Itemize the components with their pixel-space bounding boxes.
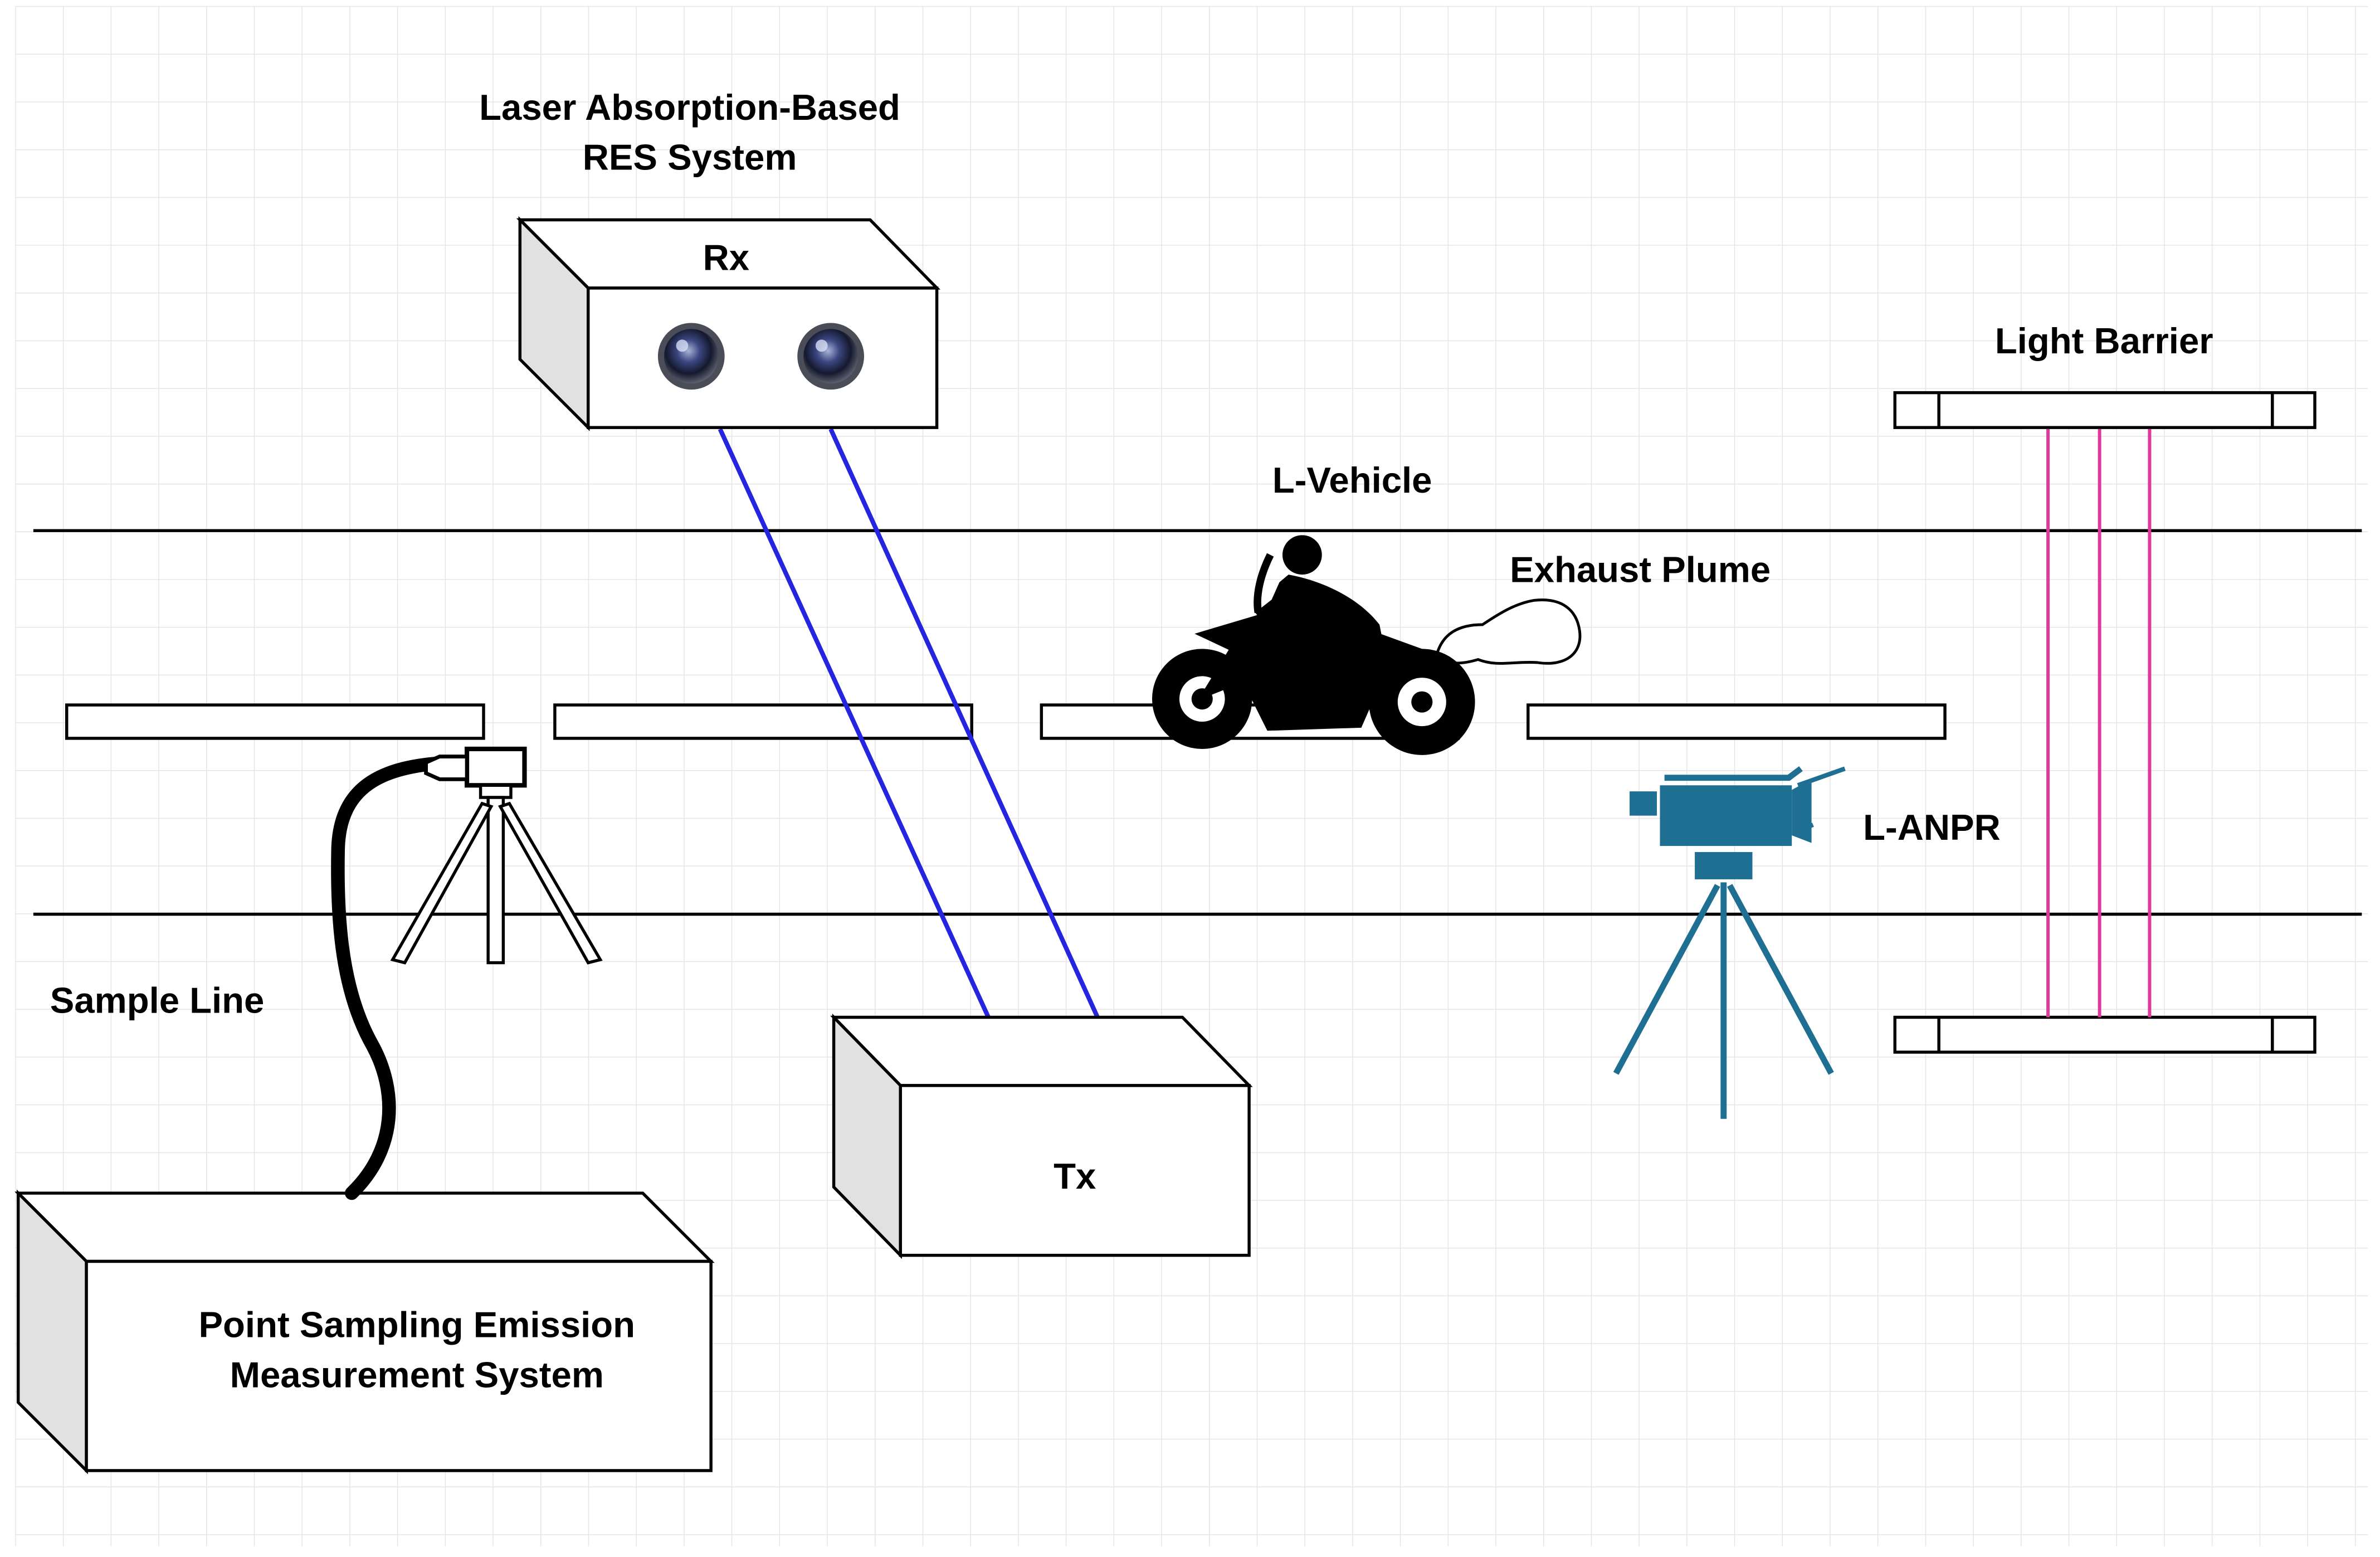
- l-anpr-label: L-ANPR: [1863, 807, 2001, 848]
- video-camera-icon: [1630, 766, 1846, 879]
- light-barrier-bottom-bar: [1893, 1015, 2316, 1054]
- rx-label: Rx: [703, 237, 749, 278]
- sample-line-hose: [331, 756, 457, 1200]
- motorcycle-rider-icon: [1152, 535, 1582, 755]
- res-system-title-line1: Laser Absorption-Based: [479, 87, 900, 128]
- light-barrier-top-bar: [1893, 391, 2316, 429]
- exhaust-plume-label: Exhaust Plume: [1510, 549, 1771, 590]
- point-sampling-title-line1: Point Sampling Emission: [199, 1305, 636, 1345]
- light-barrier-label: Light Barrier: [1995, 320, 2213, 361]
- sampling-probe-tripod: [390, 746, 603, 965]
- point-sampling-title-line2: Measurement System: [230, 1354, 604, 1395]
- tx-label: Tx: [1054, 1156, 1096, 1196]
- probe-camera-icon: [424, 746, 527, 799]
- tx-box: [830, 1013, 1253, 1259]
- sample-line-label: Sample Line: [50, 980, 265, 1020]
- laser-beam: [718, 428, 991, 1019]
- l-vehicle-label: L-Vehicle: [1272, 460, 1432, 500]
- tripod-icon: [390, 796, 603, 965]
- res-system-title-line2: RES System: [583, 137, 797, 178]
- camera-lens-icon: [657, 323, 725, 390]
- laser-beam: [828, 428, 1100, 1019]
- laser-beams: [718, 428, 1100, 1019]
- light-barrier: [1893, 391, 2316, 1054]
- camera-lens-icon: [797, 323, 864, 390]
- lane-marking: [553, 703, 973, 740]
- lane-marking: [1526, 703, 1947, 740]
- exhaust-plume-outline: [1435, 599, 1582, 665]
- rx-box: [516, 216, 941, 431]
- point-sampling-box: [14, 1189, 715, 1475]
- tripod-icon: [1613, 882, 1834, 1119]
- lane-marking: [65, 703, 485, 740]
